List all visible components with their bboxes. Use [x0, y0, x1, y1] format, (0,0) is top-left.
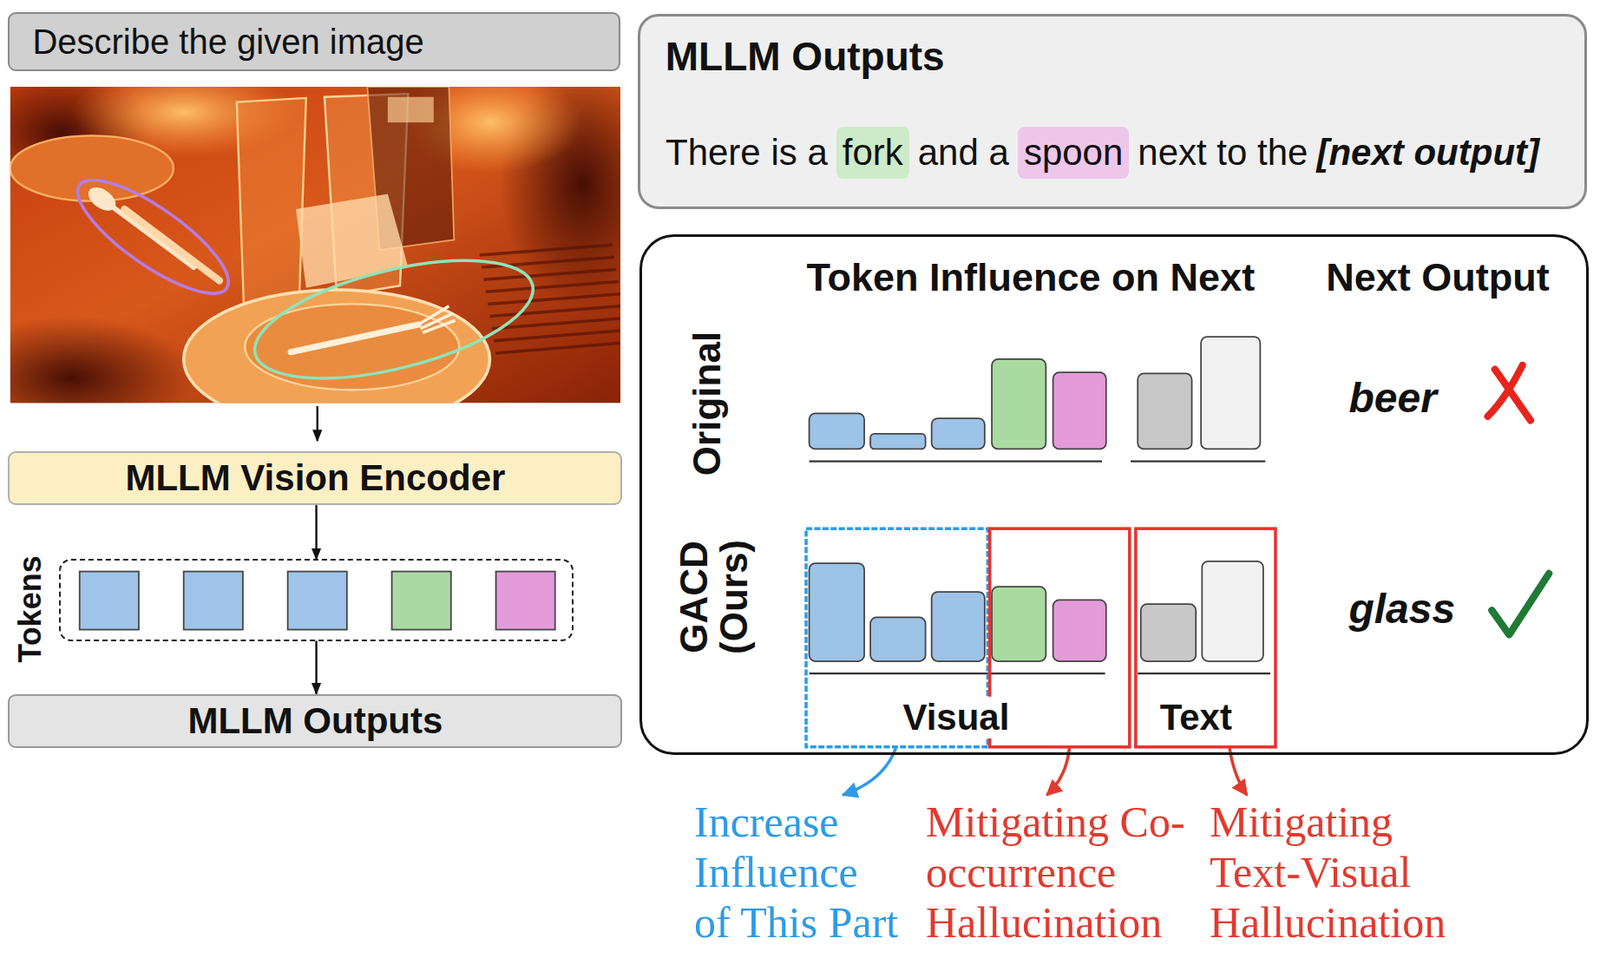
wrong-mark — [1488, 365, 1531, 421]
influence-bar-part — [1137, 373, 1192, 449]
column-header: Next Output — [1325, 255, 1549, 301]
token-square-part — [392, 571, 452, 630]
token-square-part — [79, 571, 139, 630]
annotation-text: Mitigating Co-occurrence Hallucination — [925, 796, 1195, 948]
sentence-part: next to the — [1137, 131, 1308, 174]
influence-bar-part — [1200, 336, 1260, 449]
token-square-part — [183, 571, 243, 630]
table-photo-part-part — [485, 281, 619, 293]
axis-baseline-part — [809, 459, 1103, 462]
token-group: Tokens — [59, 558, 574, 641]
encoder-box: MLLM Vision Encoder — [7, 451, 623, 505]
influence-bar-part — [809, 563, 866, 662]
table-photo — [10, 86, 621, 404]
token-square-part — [288, 571, 348, 630]
annotation-text: Mitigating Text-Visual Hallucination — [1209, 796, 1453, 948]
row-label: GACD (Ours) — [674, 531, 755, 663]
table-photo-part-part — [481, 256, 615, 268]
highlight-token: fork — [836, 126, 910, 179]
encoder-label: MLLM Vision Encoder — [124, 457, 505, 499]
table-photo-part — [418, 306, 455, 334]
influence-panel: Token Influence on Next Next OutputOrigin… — [639, 234, 1589, 755]
axis-baseline — [809, 461, 1272, 675]
axis-baseline-part — [1130, 459, 1266, 462]
influence-bar-part — [1053, 599, 1107, 662]
influence-bar-part — [870, 433, 926, 450]
leader-arrow — [1229, 747, 1247, 795]
prompt-box: Describe the given image — [7, 12, 621, 72]
panel-title: MLLM Outputs — [665, 32, 945, 79]
output-panel: MLLM OutputsThere is a and a next to the[n… — [637, 13, 1587, 210]
table-photo-part-part — [487, 294, 621, 305]
flow-arrow — [316, 406, 319, 441]
axis-baseline-part — [809, 672, 1106, 675]
influence-bar-part — [931, 418, 985, 449]
column-header: Token Influence on Next — [806, 255, 1255, 301]
influence-bar-part — [870, 616, 926, 662]
output-box: MLLM Outputs — [7, 694, 623, 748]
influence-bar-part — [1053, 372, 1107, 449]
influence-bar-part — [931, 591, 985, 662]
influence-bar-part — [1201, 561, 1264, 662]
table-photo-part-part — [489, 306, 621, 317]
table-photo-part — [84, 183, 120, 217]
table-photo-part-part — [493, 330, 621, 341]
token-word: spoon — [1023, 131, 1123, 174]
sentence-part: and a — [918, 131, 1010, 174]
leader-arrow — [842, 747, 896, 795]
influence-bar-part — [991, 586, 1046, 662]
influence-bar-part — [809, 413, 866, 449]
check-mark — [1491, 573, 1549, 636]
sentence-part: There is a — [665, 131, 828, 174]
influence-bar — [809, 336, 1264, 662]
axis-baseline-part — [1137, 672, 1271, 675]
table-photo-part-part — [496, 342, 621, 354]
table-photo-part — [243, 236, 545, 401]
sentence-part: [next output] — [1316, 131, 1540, 174]
flow-arrow — [314, 504, 317, 559]
next-token: glass — [1348, 584, 1456, 633]
prompt-text: Describe the given image — [32, 21, 424, 62]
token-square-part — [496, 571, 556, 630]
wrong-mark-part — [1488, 365, 1523, 417]
highlight-token: spoon — [1017, 126, 1129, 179]
tokens-heading: Tokens — [13, 555, 49, 663]
table-photo-part — [295, 193, 408, 288]
group-label: Visual — [898, 696, 1013, 739]
leader-arrow — [1047, 747, 1070, 795]
token-square — [79, 571, 556, 630]
table-photo-part-part — [483, 268, 617, 280]
influence-bar-part — [991, 359, 1046, 449]
token-word: fork — [842, 131, 904, 174]
table-photo-part — [183, 289, 491, 404]
table-photo-part — [387, 97, 434, 123]
table-photo-part — [10, 316, 195, 404]
group-label: Text — [1160, 696, 1233, 739]
annotation-text: Increase Influence of This Part — [694, 796, 903, 948]
highlight-frame — [1135, 528, 1276, 748]
flow-arrow — [314, 641, 317, 695]
table-photo-part — [102, 198, 195, 268]
table-photo-part — [479, 244, 621, 354]
output-label: MLLM Outputs — [187, 700, 443, 742]
row-label: Original — [685, 330, 730, 475]
table-photo-part — [290, 324, 419, 353]
table-photo-part — [63, 162, 243, 313]
next-token: beer — [1349, 373, 1437, 422]
table-photo-part-part — [479, 244, 613, 256]
influence-bar-part — [1140, 603, 1197, 662]
